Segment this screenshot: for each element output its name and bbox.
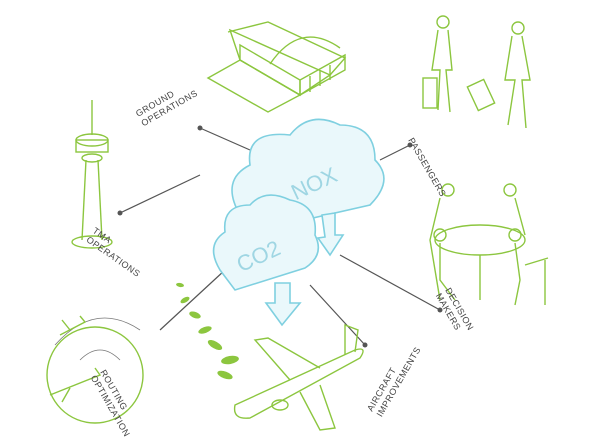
- hangar-icon: [206, 21, 347, 113]
- connectors: [117, 125, 443, 348]
- down-arrow-icons: [264, 212, 345, 327]
- passengers-icon: [422, 15, 531, 129]
- decision-makers-icon: [429, 183, 549, 306]
- label-aircraft-improvements: AIRCRAFT IMPROVEMENTS: [365, 345, 423, 418]
- label-passengers: PASSENGERS: [406, 136, 448, 198]
- svg-text:OPERATIONS: OPERATIONS: [85, 234, 143, 279]
- control-tower-icon: [71, 100, 113, 249]
- globe-routing-icon: [46, 315, 144, 424]
- co2-cloud: CO2: [212, 194, 320, 291]
- label-ground-operations: GROUND OPERATIONS: [134, 88, 199, 128]
- label-tma-operations: TMA OPERATIONS: [85, 225, 143, 279]
- airplane-icon: [233, 323, 364, 431]
- leaves-icon: [176, 282, 239, 380]
- svg-text:PASSENGERS: PASSENGERS: [406, 136, 448, 198]
